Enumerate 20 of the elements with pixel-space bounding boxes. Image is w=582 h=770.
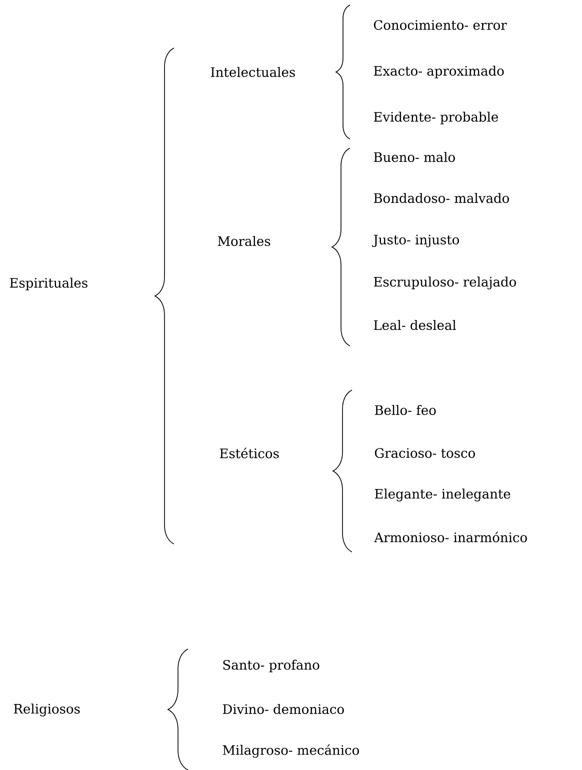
label-text: Gracioso- tosco <box>374 448 475 458</box>
label-text: Bueno- malo <box>374 152 455 162</box>
label-text: Milagroso- mecánico <box>222 744 359 758</box>
label-text: Escrupuloso- relajado <box>374 276 516 290</box>
label-text: Conocimiento- error <box>374 20 507 30</box>
label-text: Armonioso- inarmónico <box>374 532 527 542</box>
label-text: Espirituales <box>10 278 88 290</box>
label-text: Santo- profano <box>223 660 320 672</box>
label-text: Exacto- aproximado <box>374 66 504 78</box>
label-text: Bondadoso- malvado <box>374 192 509 204</box>
label-text: Leal- desleal <box>374 320 456 330</box>
label-text: Divino- demoniaco <box>222 704 344 714</box>
label-text: Elegante- inelegante <box>374 488 510 502</box>
label-text: Religiosos <box>14 704 80 716</box>
label-text: Morales <box>218 236 270 246</box>
label-text: Evidente- probable <box>374 112 498 124</box>
label-text: Intelectuales <box>210 66 295 78</box>
label-text: Bello- feo <box>374 404 436 416</box>
label-text: Estéticos <box>220 448 279 458</box>
label-text: Justo- injusto <box>372 234 460 248</box>
